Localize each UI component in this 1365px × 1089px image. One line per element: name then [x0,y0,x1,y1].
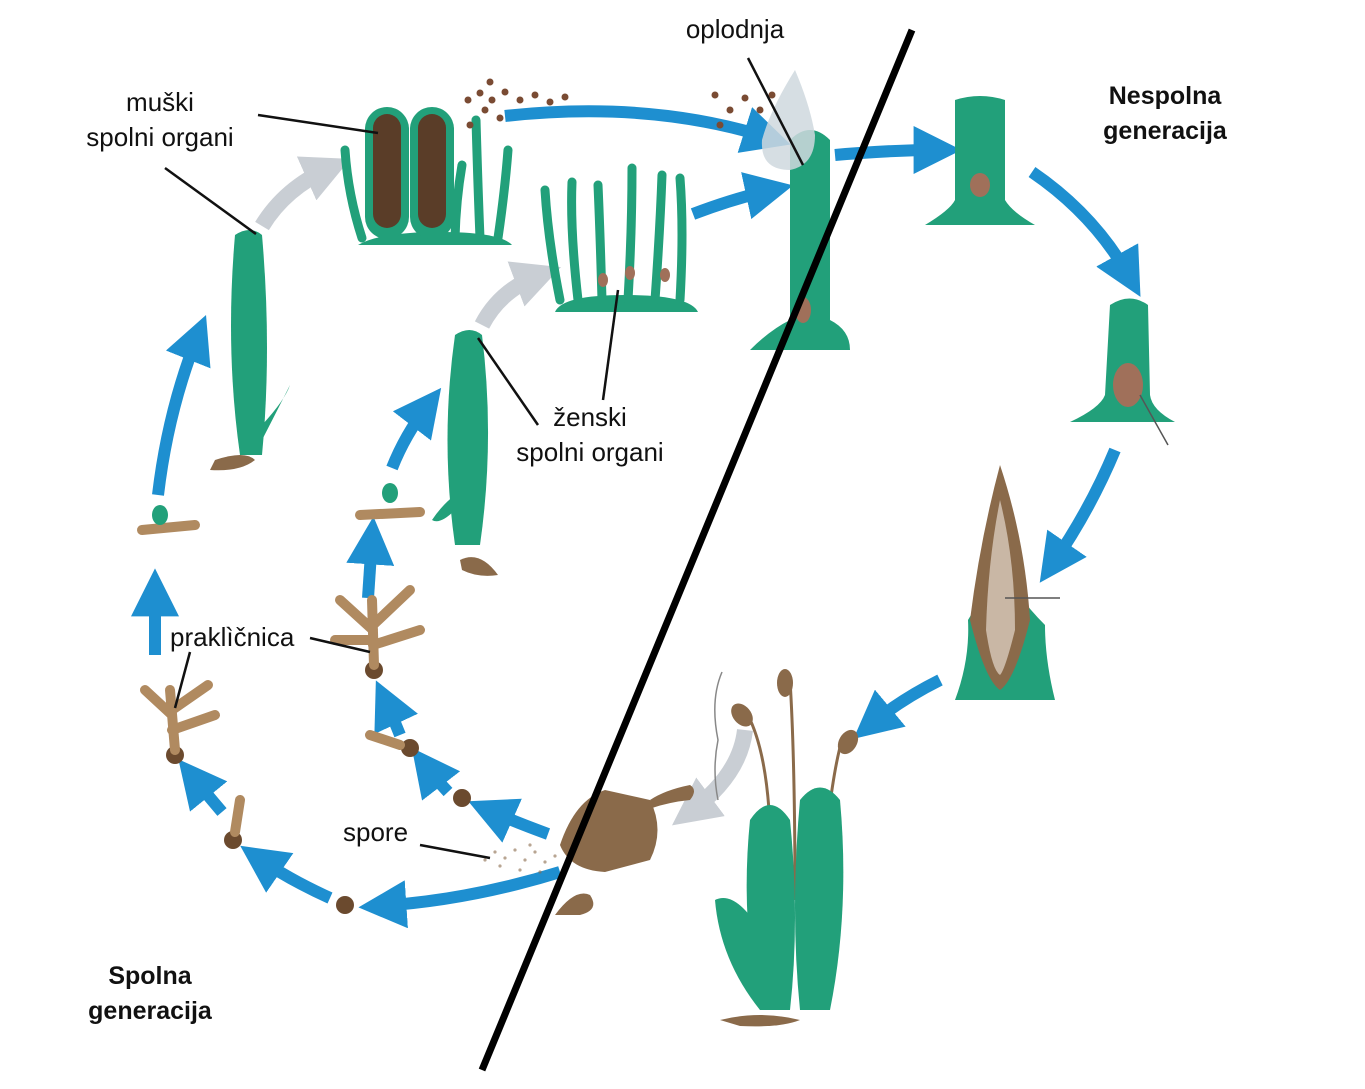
male-gametophyte-illustration [210,230,290,471]
label-spolna-line1: Spolna [108,962,192,990]
young-sporophyte-illustration [955,465,1060,700]
label-nespolna-generacija: Nespolna generacija [1085,79,1245,149]
protonema-filaments [137,507,425,837]
buds [152,483,398,525]
arrow-sporophyte-to-mature [853,674,943,739]
leader-muski-bottom [164,166,257,236]
leader-proklicnica-left [173,651,192,709]
leader-oplodnja [746,57,805,166]
arrow-embryo-down [1028,167,1141,297]
leader-muski-top [257,113,379,135]
arrow-outer-spore-to-germ [240,845,333,904]
label-zenski-line1: ženski [553,402,627,432]
label-proklicnica: praklìčnica [170,622,295,652]
outer-cycle-arrows [131,105,791,929]
leader-spore [419,843,491,860]
leader-proklicnica-right [309,636,371,654]
zygote-illustration [925,96,1035,225]
label-zenski-line2: spolni organi [516,437,664,467]
embryo-illustration [1070,298,1175,446]
label-nespolna-line1: Nespolna [1108,82,1222,110]
label-muski-spolni-organi: muški spolni organi [70,85,250,155]
arrow-germ-to-protonema [178,759,228,816]
gray-arrows [255,156,753,826]
capsule-illustration [483,785,694,915]
archegonia-illustration [540,163,698,312]
leader-zenski-left [476,337,540,426]
arrow-bud-up [152,314,211,496]
arrow-inner-5 [386,387,442,471]
spore-inner [453,789,471,807]
label-nespolna-line2: generacija [1103,117,1227,145]
label-oplodnja: oplodnja [685,14,785,44]
spore-outer [336,896,354,914]
gray-arrow-to-archegonia [474,261,561,329]
inner-cycle-arrows [346,172,794,843]
gray-arrow-to-antheridia [255,156,351,231]
arrow-inner-3 [374,680,418,738]
label-spore: spore [343,817,409,847]
label-muski-line1: muški [126,87,194,117]
spores-and-protonema [166,661,471,914]
label-spolna-line2: generacija [88,997,212,1025]
mature-plant-illustration [714,669,859,1027]
arrow-archegonia-to-fertilization [690,172,794,220]
arrow-inner-4 [346,516,395,599]
arrow-antheridia-to-fertilization [504,105,791,153]
arrow-spore-to-outer-spore [358,866,562,929]
label-zenski-spolni-organi: ženski spolni organi [500,400,680,470]
spore-germinating-inner [401,739,419,757]
label-muski-line2: spolni organi [86,122,234,152]
arrow-embryo2-down [1039,447,1121,583]
generation-divider [478,28,916,1072]
asexual-cycle-arrows [834,126,1141,739]
gray-arrow-capsule-zoom [671,728,753,826]
arrow-inner-2 [411,747,461,801]
arrow-inner-1 [468,798,551,843]
female-gametophyte-illustration [432,330,498,576]
label-spolna-generacija: Spolna generacija [70,959,230,1029]
leader-zenski-right [601,289,620,401]
arrow-zygote-to-embryo [834,126,962,175]
antheridia-illustration [340,78,776,245]
leader-lines [164,57,805,860]
